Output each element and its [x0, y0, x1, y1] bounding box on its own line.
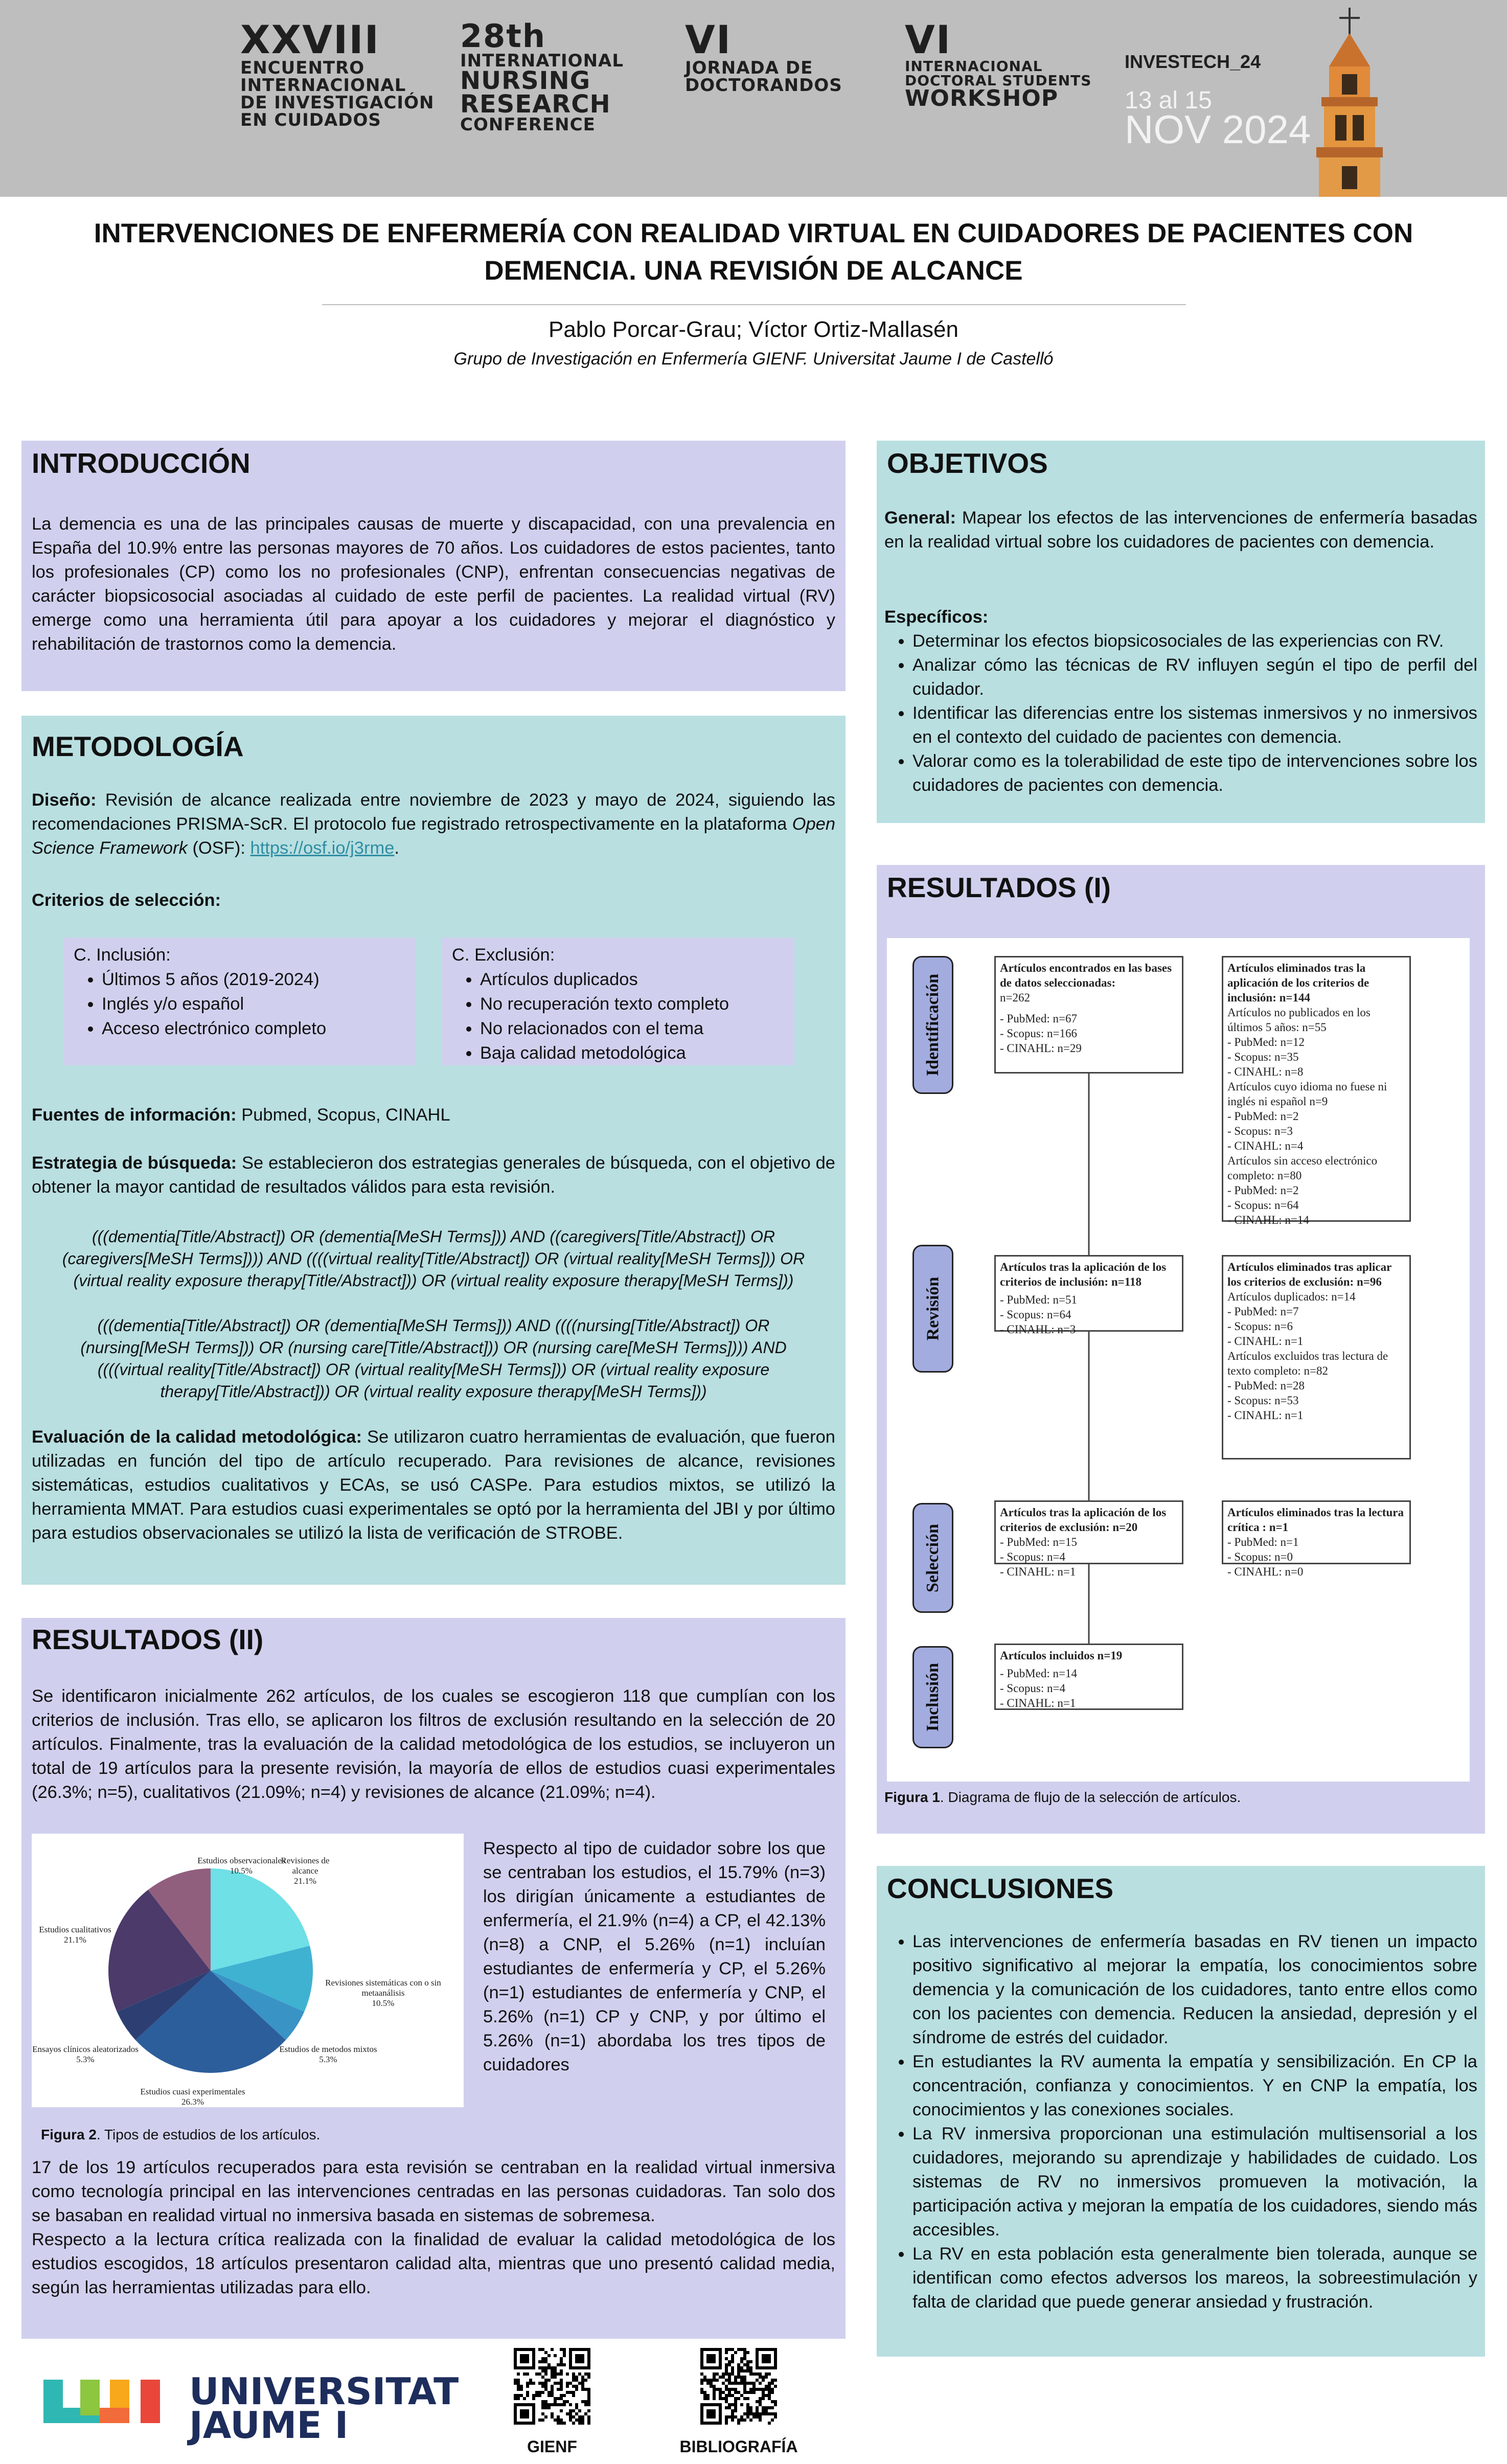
conclusion-item: En estudiantes la RV aumenta la empatía … — [912, 2050, 1477, 2122]
search-query-1: (((dementia[Title/Abstract]) OR (dementi… — [62, 1227, 805, 1290]
objective-item: Identificar las diferencias entre los si… — [912, 701, 1477, 749]
stage-seleccion: Selección — [912, 1503, 953, 1613]
pie-svg — [108, 1868, 313, 2073]
stage-identificacion: Identificación — [912, 956, 953, 1094]
investech-label: INVESTECH_24 — [1125, 51, 1261, 72]
conclusion-item: Las intervenciones de enfermería basadas… — [912, 1930, 1477, 2050]
objective-item: Determinar los efectos biopsicosociales … — [912, 629, 1477, 653]
poster-title: INTERVENCIONES DE ENFERMERÍA CON REALIDA… — [94, 218, 1413, 286]
caregiver-paragraph: Respecto al tipo de cuidador sobre los q… — [483, 1839, 826, 2074]
box-identified: Artículos encontrados en las bases de da… — [994, 956, 1183, 1074]
intro-panel: INTRODUCCIÓN La demencia es una de las p… — [21, 441, 846, 691]
box-after-inclusion: Artículos tras la aplicación de los crit… — [994, 1255, 1183, 1336]
inclusion-item: Acceso electrónico completo — [102, 1016, 406, 1041]
university-name: UNIVERSITAT JAUME I — [189, 2370, 459, 2447]
exclusion-box: C. Exclusión: Artículos duplicados No re… — [442, 938, 794, 1065]
pie-slice-2 — [211, 1971, 305, 2040]
results1-heading: RESULTADOS (I) — [887, 872, 1111, 903]
conclusion-item: La RV inmersiva proporcionan una estimul… — [912, 2122, 1477, 2242]
general-objective: General: Mapear los efectos de las inter… — [884, 508, 1477, 552]
quality-paragraph: Evaluación de la calidad metodológica: S… — [32, 1427, 835, 1543]
prisma-flow-diagram: Identificación Revisión Selección Inclus… — [887, 938, 1470, 1782]
conclusions-list: Las intervenciones de enfermería basadas… — [884, 1930, 1477, 2314]
figure2-caption: Figura 2. Tipos de estudios de los artíc… — [41, 2127, 321, 2142]
results2-heading: RESULTADOS (II) — [32, 1624, 264, 1655]
event-jornada-doctorandos: VI JORNADA DE DOCTORANDOS — [685, 17, 842, 96]
box-excluded-exclusion: Artículos eliminados tras aplicar los cr… — [1222, 1255, 1411, 1459]
search-query-2: (((dementia[Title/Abstract]) OR (dementi… — [80, 1316, 787, 1401]
pie-slice-1 — [211, 1946, 313, 2012]
design-paragraph: Diseño: Revisión de alcance realizada en… — [32, 790, 836, 858]
stage-revision: Revisión — [912, 1245, 953, 1373]
pie-slice-5 — [108, 1889, 211, 2012]
event-nursing-conference: 28th INTERNATIONAL NURSING RESEARCH CONF… — [460, 17, 624, 135]
objectives-heading: OBJETIVOS — [887, 447, 1048, 479]
event-encuentro: XXVIII ENCUENTRO INTERNACIONAL DE INVEST… — [240, 17, 435, 130]
exclusion-item: No relacionados con el tema — [480, 1016, 784, 1041]
event-date: 13 al 15 NOV 2024 — [1125, 87, 1311, 152]
pie-slice-3 — [135, 1971, 286, 2073]
conclusions-heading: CONCLUSIONES — [887, 1873, 1114, 1904]
osf-link[interactable]: https://osf.io/j3rme — [250, 838, 395, 858]
pie-slice-0 — [211, 1868, 310, 1971]
inclusion-box: C. Inclusión: Últimos 5 años (2019-2024)… — [63, 938, 416, 1065]
authors: Pablo Porcar-Grau; Víctor Ortiz-Mallasén — [548, 317, 959, 342]
uji-logo-mark — [43, 2380, 160, 2423]
exclusion-item: Baja calidad metodológica — [480, 1041, 784, 1065]
exclusion-item: No recuperación texto completo — [480, 992, 784, 1016]
qr-label-gienf: GIENF — [527, 2437, 577, 2456]
exclusion-item: Artículos duplicados — [480, 967, 784, 992]
results2-quality-paragraph: Respecto a la lectura crítica realizada … — [32, 2230, 835, 2297]
sources-paragraph: Fuentes de información: Pubmed, Scopus, … — [32, 1105, 450, 1125]
box-excluded-critical: Artículos eliminados tras la lectura crí… — [1222, 1500, 1411, 1578]
intro-heading: INTRODUCCIÓN — [32, 447, 250, 479]
title-divider — [322, 304, 1186, 305]
header-banner: XXVIII ENCUENTRO INTERNACIONAL DE INVEST… — [0, 0, 1507, 197]
qr-code-bibliografia[interactable] — [700, 2348, 777, 2425]
conclusions-panel: CONCLUSIONES Las intervenciones de enfer… — [877, 1866, 1485, 2357]
pie-label-sistematicas: Revisiones sistemáticas con o sin metaan… — [325, 1978, 441, 2008]
qr-code-gienf[interactable] — [514, 2348, 590, 2425]
figure1-caption: Figura 1. Diagrama de flujo de la selecc… — [884, 1789, 1241, 1805]
affiliation: Grupo de Investigación en Enfermería GIE… — [453, 349, 1054, 369]
box-included: Artículos incluidos n=19 - PubMed: n=14 … — [994, 1644, 1183, 1710]
qr-label-bibliografia: BIBLIOGRAFÍA — [679, 2437, 798, 2456]
stage-inclusion: Inclusión — [912, 1646, 953, 1748]
box-excluded-inclusion: Artículos eliminados tras la aplicación … — [1222, 956, 1411, 1226]
conclusion-item: La RV en esta población esta generalment… — [912, 2242, 1477, 2314]
results2-vr-paragraph: 17 de los 19 artículos recuperados para … — [32, 2158, 835, 2225]
specific-objectives: Específicos: Determinar los efectos biop… — [884, 605, 1477, 797]
methods-heading: METODOLOGÍA — [32, 731, 244, 762]
inclusion-item: Inglés y/o español — [102, 992, 406, 1016]
criteria-label: Criterios de selección: — [32, 891, 221, 910]
pie-slice-4 — [117, 1971, 211, 2040]
pie-slice-6 — [148, 1868, 211, 1971]
objective-item: Analizar cómo las técnicas de RV influye… — [912, 653, 1477, 701]
box-after-exclusion: Artículos tras la aplicación de los crit… — [994, 1500, 1183, 1578]
objectives-panel: OBJETIVOS General: Mapear los efectos de… — [877, 441, 1485, 823]
results2-intro: Se identificaron inicialmente 262 artícu… — [32, 1686, 835, 1802]
university-logo: UNIVERSITAT JAUME I — [43, 2369, 459, 2444]
tower-illustration — [1316, 8, 1383, 197]
objective-item: Valorar como es la tolerabilidad de este… — [912, 749, 1477, 797]
strategy-paragraph: Estrategia de búsqueda: Se establecieron… — [32, 1153, 835, 1197]
inclusion-item: Últimos 5 años (2019-2024) — [102, 967, 406, 992]
event-doctoral-workshop: VI INTERNACIONAL DOCTORAL STUDENTS WORKS… — [905, 17, 1092, 111]
methods-panel: METODOLOGÍA Diseño: Revisión de alcance … — [21, 716, 846, 1585]
intro-text: La demencia es una de las principales ca… — [32, 514, 835, 654]
